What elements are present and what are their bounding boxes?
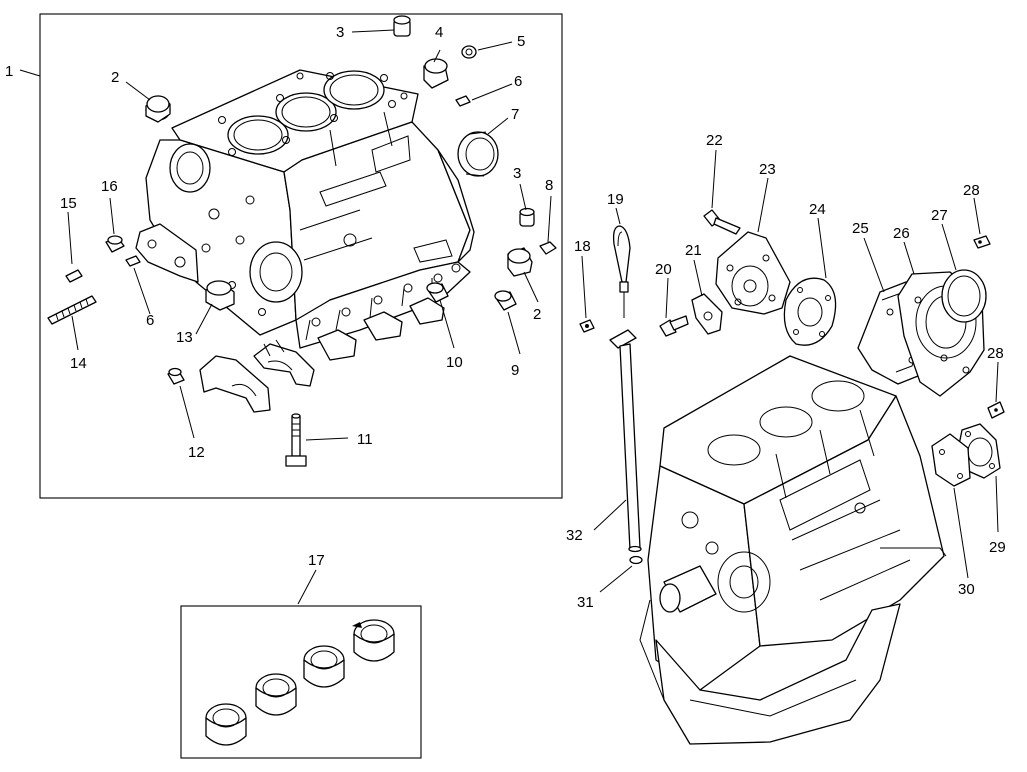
cover-gasket-30 — [931, 433, 971, 487]
expansion-plug-13 — [205, 280, 235, 311]
callout-24: 24 — [809, 201, 826, 218]
callout-12: 12 — [188, 444, 205, 461]
pin-15 — [65, 269, 83, 283]
dipstick-guide-tube — [609, 329, 642, 553]
callout-13: 13 — [176, 329, 193, 346]
callout-6-left: 6 — [146, 312, 154, 329]
bolt-22 — [703, 209, 741, 235]
dowel-12 — [167, 367, 185, 385]
callout-29: 29 — [989, 539, 1006, 556]
callout-10: 10 — [446, 354, 463, 371]
main-bearing-caps — [199, 339, 315, 413]
callout-26: 26 — [893, 225, 910, 242]
bearing-shell-3 — [303, 645, 345, 688]
oil-seal-ring — [457, 131, 499, 177]
callout-20: 20 — [655, 261, 672, 278]
rear-oil-seal — [941, 269, 987, 323]
expansion-plug-top — [423, 58, 449, 89]
expansion-plug-left — [145, 95, 171, 123]
callout-17: 17 — [308, 552, 325, 569]
callout-11: 11 — [357, 431, 373, 448]
leader-lines — [19, 29, 999, 605]
bearing-shell-4 — [352, 619, 395, 662]
dowel-right — [519, 207, 535, 227]
dowel-top — [393, 15, 411, 37]
callout-19: 19 — [607, 191, 624, 208]
oil-dipstick — [612, 225, 631, 318]
callout-16: 16 — [101, 178, 118, 195]
callout-27: 27 — [931, 207, 948, 224]
callout-3-top: 3 — [336, 24, 344, 41]
drain-bolt-9 — [494, 290, 517, 311]
callout-8: 8 — [545, 177, 553, 194]
main-cap-bolt — [285, 413, 307, 467]
bearing-shell-1 — [205, 703, 247, 746]
assembled-engine-block — [639, 355, 947, 745]
callout-2-left: 2 — [111, 69, 119, 86]
oil-pump-housing — [715, 231, 791, 315]
callout-4: 4 — [435, 24, 443, 41]
bolt-18 — [579, 319, 595, 333]
callout-32: 32 — [566, 527, 583, 544]
pump-gasket — [783, 277, 837, 346]
callout-28-lower: 28 — [987, 345, 1004, 362]
callout-9: 9 — [511, 362, 519, 379]
callout-18: 18 — [574, 238, 591, 255]
cylinder-block — [135, 69, 475, 361]
bracket-21 — [691, 293, 723, 335]
callout-1: 1 — [5, 63, 13, 80]
cylinder-block-group-frame — [39, 13, 563, 499]
callout-5: 5 — [517, 33, 525, 50]
plug-16 — [105, 235, 125, 253]
bearing-shell-set — [205, 619, 395, 746]
callout-labels: 1 2 3 4 5 6 7 3 8 2 9 10 11 12 13 14 15 … — [5, 24, 1006, 611]
callout-15: 15 — [60, 195, 77, 212]
callout-22: 22 — [706, 132, 723, 149]
bearing-shell-2 — [255, 673, 297, 716]
bolt-28-lower — [987, 401, 1005, 419]
callout-23: 23 — [759, 161, 776, 178]
bearing-set-group-frame — [180, 605, 422, 759]
o-ring — [629, 555, 643, 565]
stud-bolt — [47, 295, 97, 325]
callout-3-right: 3 — [513, 165, 521, 182]
callout-25: 25 — [852, 220, 869, 237]
callout-28-top: 28 — [963, 182, 980, 199]
small-plug-right — [539, 241, 557, 255]
small-plug — [461, 45, 477, 59]
bolt-28-top — [973, 235, 991, 249]
pin-top — [455, 95, 471, 107]
callout-2-right: 2 — [533, 306, 541, 323]
drain-bolt-10 — [426, 282, 449, 303]
pin-left — [125, 255, 141, 267]
expansion-plug-right — [507, 247, 533, 277]
bolt-20 — [659, 315, 689, 337]
callout-30: 30 — [958, 581, 975, 598]
callout-14: 14 — [70, 355, 87, 372]
callout-6-top: 6 — [514, 73, 522, 90]
callout-21: 21 — [685, 242, 702, 259]
callout-31: 31 — [577, 594, 594, 611]
callout-7: 7 — [511, 106, 519, 123]
